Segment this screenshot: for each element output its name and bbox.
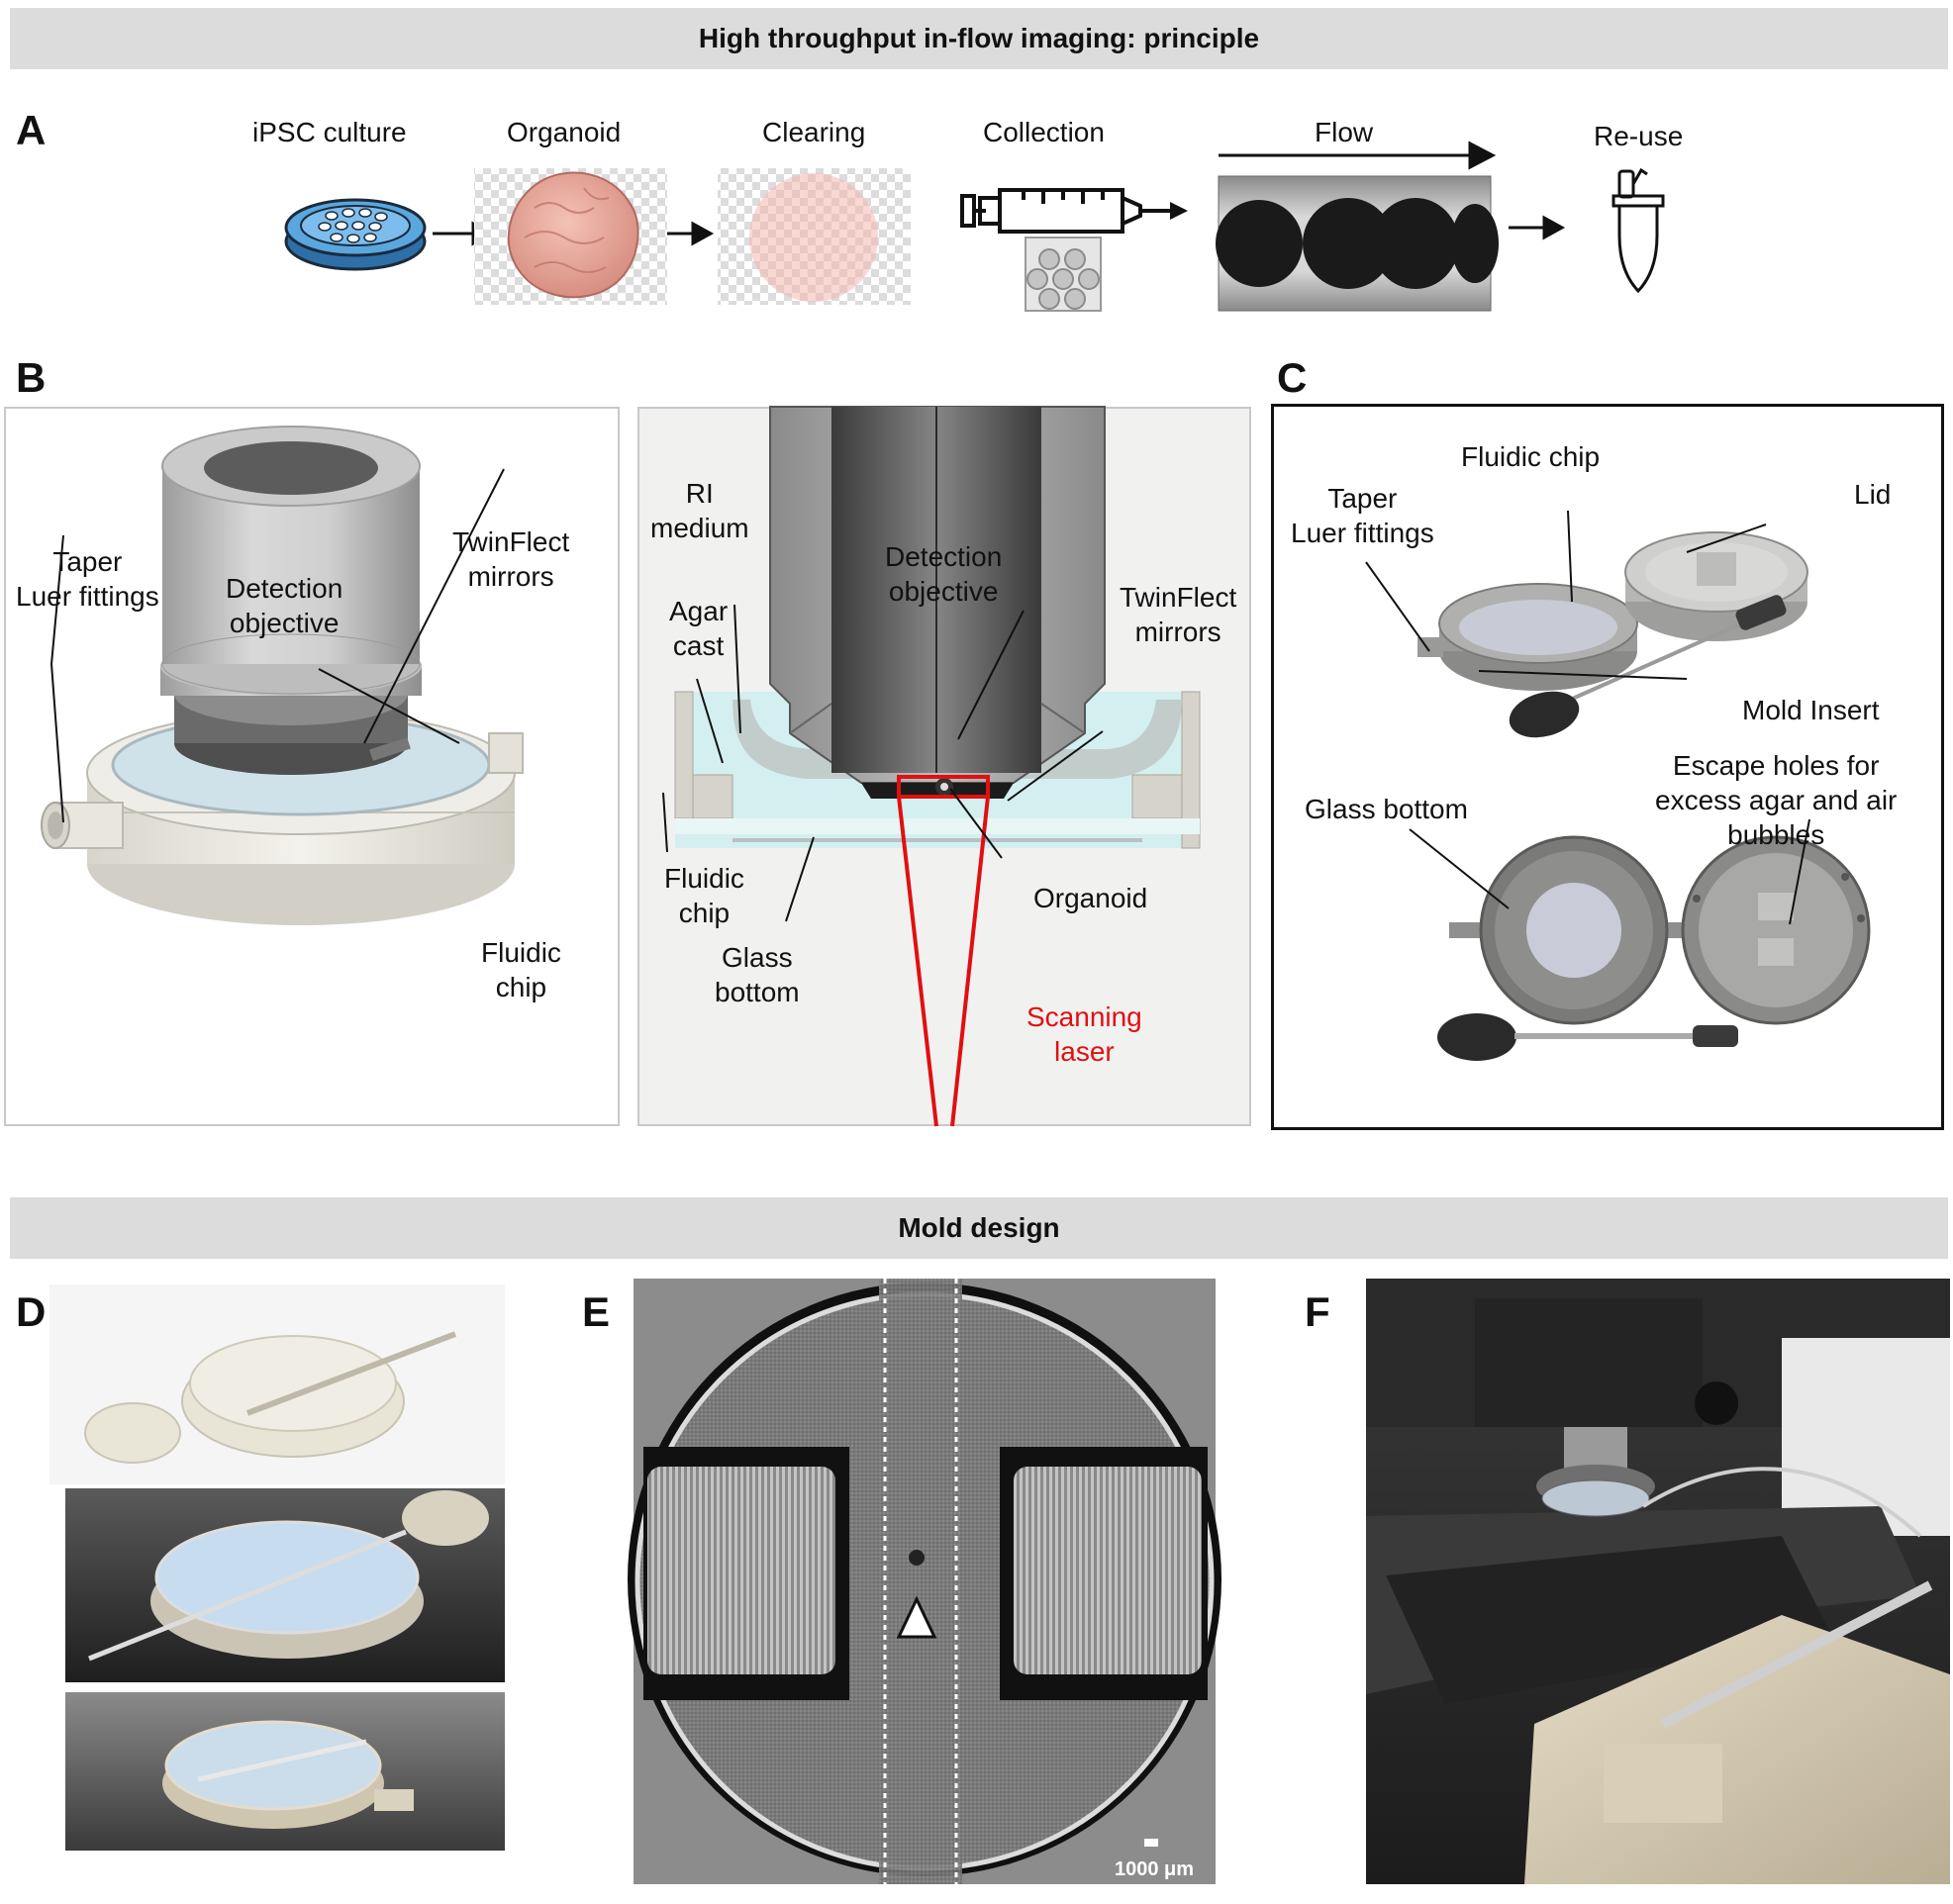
step-organoid-label: Organoid xyxy=(507,117,622,147)
b-right-mirrors-label: TwinFlect mirrors xyxy=(1120,582,1237,647)
c-lid-bottom xyxy=(1681,835,1871,1025)
panel-d-photos xyxy=(49,1285,505,1851)
c-fluidic-chip-label: Fluidic chip xyxy=(1461,441,1601,472)
panel-e-image xyxy=(628,1279,1221,1884)
mold-banner: Mold design xyxy=(10,1197,1948,1259)
b-left-chip-label: Fluidic chip xyxy=(481,937,561,1002)
tube-icon xyxy=(1611,167,1665,294)
panel-label-c: C xyxy=(1277,354,1308,401)
c-mold-insert-top xyxy=(1509,595,1787,738)
principle-banner-title: High throughput in-flow imaging: princip… xyxy=(698,23,1260,53)
step-collection-label: Collection xyxy=(983,117,1105,147)
c-glass-bottom-label: Glass bottom xyxy=(1305,794,1468,824)
b-right-laser-label: Scanning laser xyxy=(1026,1001,1142,1067)
b-right-glass-label: Glass bottom xyxy=(715,942,800,1007)
c-lid-top xyxy=(1624,531,1808,641)
b-right-chip-label: Fluidic chip xyxy=(664,863,744,928)
syringe-icon xyxy=(960,188,1170,234)
principle-banner: High throughput in-flow imaging: princip… xyxy=(10,8,1948,69)
b-right-ri-label: RI medium xyxy=(650,478,749,543)
flow-channel-image xyxy=(1216,175,1499,312)
b-left-taper-label: Taper Luer fittings xyxy=(16,546,159,612)
c-mold-insert-bottom xyxy=(1437,1013,1738,1061)
panel-f-photo xyxy=(1366,1279,1950,1884)
panel-label-a: A xyxy=(16,107,47,153)
c-lid-label: Lid xyxy=(1854,479,1892,510)
mold-banner-title: Mold design xyxy=(898,1212,1060,1243)
step-flow-label: Flow xyxy=(1315,117,1374,147)
e-scale-bar-label: 1000 μm xyxy=(1115,1858,1195,1880)
b-left-mirrors-label: TwinFlect mirrors xyxy=(452,526,570,592)
b-right-objective-label: Detection objective xyxy=(885,541,1003,607)
c-taper-label: Taper Luer fittings xyxy=(1291,483,1434,548)
collected-organoids-icon xyxy=(1025,237,1102,312)
panel-label-d: D xyxy=(16,1288,47,1335)
panel-a-graphics xyxy=(284,141,1665,312)
b-right-agar-label: Agar cast xyxy=(669,596,729,661)
panel-b-right-section xyxy=(662,406,1201,1127)
c-fluidic-chip-top xyxy=(1417,583,1638,691)
organoid-icon xyxy=(507,171,639,299)
panel-label-f: F xyxy=(1305,1288,1330,1335)
step-ipsc-label: iPSC culture xyxy=(252,117,407,147)
luer-fitting-left xyxy=(41,802,124,849)
step-clearing-label: Clearing xyxy=(762,117,866,147)
cleared-organoid-icon xyxy=(749,173,878,302)
step-reuse-label: Re-use xyxy=(1594,121,1684,151)
panel-b-left-render xyxy=(41,426,524,925)
petri-dish-icon xyxy=(284,198,427,271)
c-fluidic-chip-bottom xyxy=(1449,835,1703,1025)
panel-label-e: E xyxy=(582,1288,611,1335)
panel-c-parts xyxy=(1365,510,1871,1061)
b-right-organoid-label: Organoid xyxy=(1033,883,1148,913)
b-left-objective-label: Detection objective xyxy=(226,573,343,638)
panel-label-b: B xyxy=(16,354,47,401)
c-escape-label: Escape holes for excess agar and air bub… xyxy=(1655,750,1898,850)
c-mold-insert-label: Mold Insert xyxy=(1742,695,1880,725)
